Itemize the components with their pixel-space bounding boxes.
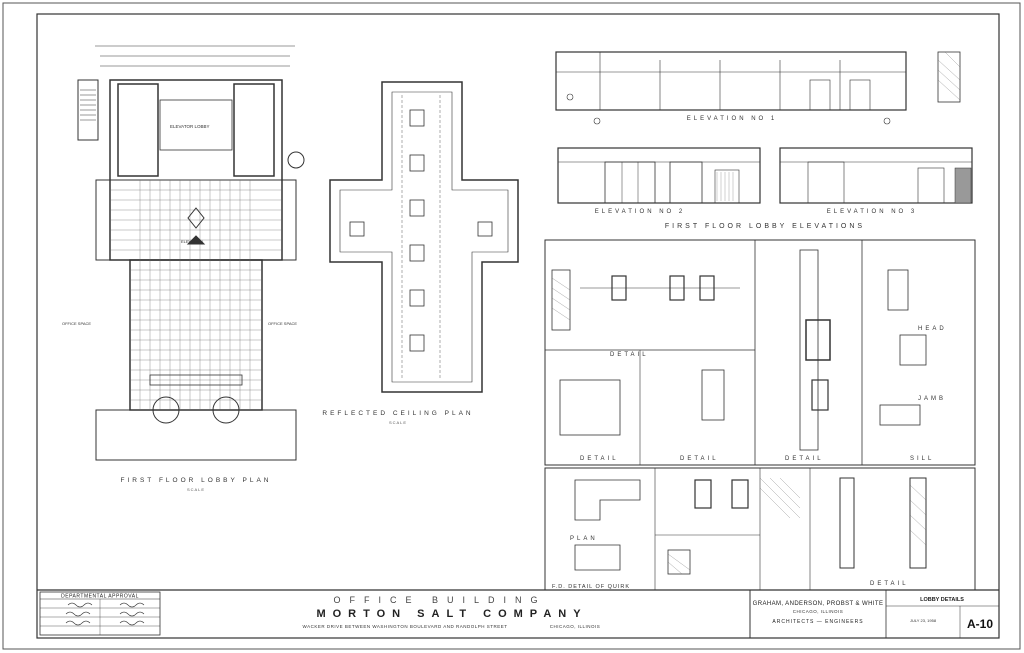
- first-floor-lobby-plan-title: FIRST FLOOR LOBBY PLAN: [120, 477, 271, 484]
- detail-title-c: DETAIL: [680, 456, 719, 462]
- elevation-no-2-title: ELEVATION NO 2: [595, 209, 685, 215]
- sheet-number: A-10: [967, 617, 993, 631]
- reflected-ceiling-plan: [329, 81, 519, 393]
- elevator-lobby-label: ELEVATOR LOBBY: [170, 124, 210, 129]
- detail-title-b: DETAIL: [580, 456, 619, 462]
- elevation-no-1: [555, 51, 961, 125]
- elevation-no-2: [557, 147, 761, 204]
- details-grid: [544, 239, 976, 466]
- elevation-no-3-title: ELEVATION NO 3: [827, 209, 917, 215]
- title-block: [37, 589, 999, 638]
- plan-title: PLAN: [570, 536, 598, 542]
- elevation-marker-label: ELEVATION: [181, 239, 203, 244]
- architect-city: CHICAGO, ILLINOIS: [793, 609, 844, 614]
- scale-label-ceiling: SCALE: [389, 420, 407, 425]
- architect-name: GRAHAM, ANDERSON, PROBST & WHITE: [753, 601, 884, 607]
- detail-title-d: DETAIL: [785, 456, 824, 462]
- detail-of-quirk-title: F.D. DETAIL OF QUIRK: [552, 584, 630, 590]
- office-space-label-left: OFFICE SPACE: [62, 321, 91, 326]
- lower-details: [544, 467, 976, 591]
- detail-title-a: DETAIL: [610, 352, 649, 358]
- elevation-no-3: [779, 147, 973, 204]
- project-location: WACKER DRIVE BETWEEN WASHINGTON BOULEVAR…: [302, 624, 507, 629]
- sill-title: SILL: [910, 456, 934, 462]
- office-space-label-right: OFFICE SPACE: [268, 321, 297, 326]
- detail-title-e: DETAIL: [870, 581, 909, 587]
- first-floor-lobby-elevations-title: FIRST FLOOR LOBBY ELEVATIONS: [665, 223, 865, 230]
- project-city: CHICAGO, ILLINOIS: [550, 624, 601, 629]
- departmental-approval-label: DEPARTMENTAL APPROVAL: [61, 594, 139, 600]
- sheet-border: [36, 13, 1000, 639]
- reflected-ceiling-plan-title: REFLECTED CEILING PLAN: [322, 410, 473, 417]
- architect-role: ARCHITECTS — ENGINEERS: [772, 619, 863, 625]
- sheet-date: JULY 23, 1958: [910, 618, 937, 623]
- first-floor-lobby-plan: [77, 45, 305, 461]
- elevation-no-1-title: ELEVATION NO 1: [687, 116, 777, 122]
- project-line: OFFICE BUILDING: [333, 595, 546, 605]
- jamb-title: JAMB: [918, 396, 946, 402]
- scale-label-plan: SCALE: [187, 487, 205, 492]
- head-title: HEAD: [918, 326, 947, 332]
- sheet-title: LOBBY DETAILS: [920, 597, 964, 603]
- owner-name: MORTON SALT COMPANY: [316, 608, 587, 620]
